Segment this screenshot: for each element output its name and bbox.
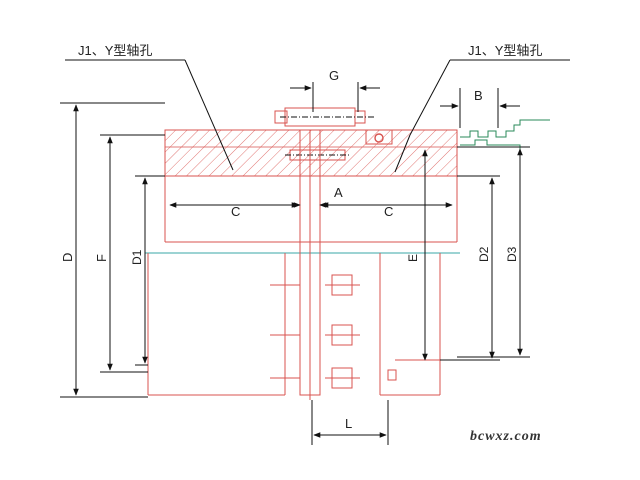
body-outline [145,129,460,400]
dim-label-d2: D2 [477,246,491,262]
hole-type-label-right: J1、Y型轴孔 [468,43,542,58]
dim-label-c-left: C [231,204,240,219]
leader-lines [65,59,570,173]
dim-label-l: L [345,416,352,431]
dim-label-f: F [94,254,109,262]
dim-label-e: E [406,254,420,262]
dim-label-d1: D1 [130,249,144,265]
seal-ring [365,129,393,145]
dim-label-a: A [334,185,343,200]
dim-label-d: D [60,253,75,262]
hole-type-label-left: J1、Y型轴孔 [78,43,152,58]
dim-label-d3: D3 [505,246,519,262]
center-bolt [285,149,350,161]
watermark: bcwxz.com [470,429,542,444]
lower-bolts [270,270,360,395]
dim-label-b: B [474,88,483,103]
gear-teeth [460,119,550,160]
dimensions [60,82,530,445]
dim-label-g: G [329,68,339,83]
flange-band [164,129,458,177]
top-bolt [274,107,375,127]
dim-label-c-right: C [384,204,393,219]
